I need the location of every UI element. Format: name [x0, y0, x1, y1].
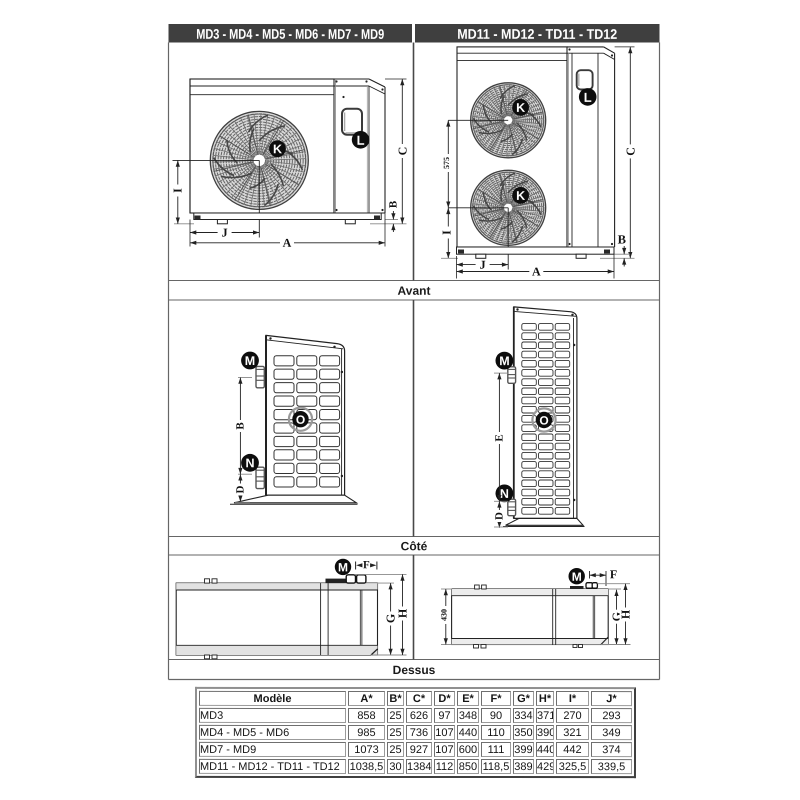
svg-text:A: A: [283, 236, 292, 250]
svg-text:E: E: [493, 434, 505, 441]
svg-text:G: G: [610, 612, 624, 621]
svg-text:A: A: [532, 264, 541, 278]
svg-text:K: K: [273, 142, 282, 156]
svg-text:575: 575: [442, 157, 451, 169]
svg-text:I: I: [171, 188, 185, 193]
svg-text:C: C: [623, 147, 637, 156]
svg-text:O: O: [539, 413, 548, 427]
svg-text:J: J: [480, 258, 486, 272]
svg-text:L: L: [357, 133, 365, 148]
svg-text:C: C: [395, 147, 409, 156]
svg-text:N: N: [500, 487, 509, 501]
svg-text:MD3 - MD4 - MD5 - MD6 - MD7 -: MD3 - MD4 - MD5 - MD6 - MD7 - MD9: [196, 26, 384, 42]
svg-text:H: H: [396, 608, 410, 618]
svg-text:N: N: [245, 456, 254, 470]
svg-text:F: F: [610, 567, 617, 581]
svg-text:B: B: [234, 422, 246, 430]
svg-text:430: 430: [439, 609, 448, 621]
svg-text:H: H: [619, 609, 633, 619]
svg-text:F: F: [363, 559, 370, 571]
svg-text:J: J: [222, 225, 228, 239]
svg-text:M: M: [245, 354, 255, 368]
svg-text:M: M: [338, 560, 348, 574]
svg-text:K: K: [516, 101, 525, 115]
svg-text:O: O: [296, 413, 305, 427]
svg-text:K: K: [516, 189, 525, 203]
svg-text:M: M: [499, 354, 509, 368]
svg-text:Côté: Côté: [401, 539, 428, 553]
svg-text:D: D: [234, 485, 246, 493]
svg-text:B: B: [387, 200, 399, 208]
svg-text:Dessus: Dessus: [393, 663, 436, 677]
svg-text:MD11 - MD12 - TD11 - TD12: MD11 - MD12 - TD11 - TD12: [457, 26, 617, 42]
svg-text:L: L: [584, 90, 592, 105]
svg-text:B: B: [618, 232, 626, 246]
svg-text:D: D: [493, 512, 505, 520]
svg-text:G: G: [384, 614, 398, 623]
svg-text:I: I: [440, 230, 454, 235]
svg-text:Avant: Avant: [398, 284, 431, 298]
svg-text:M: M: [572, 570, 582, 584]
